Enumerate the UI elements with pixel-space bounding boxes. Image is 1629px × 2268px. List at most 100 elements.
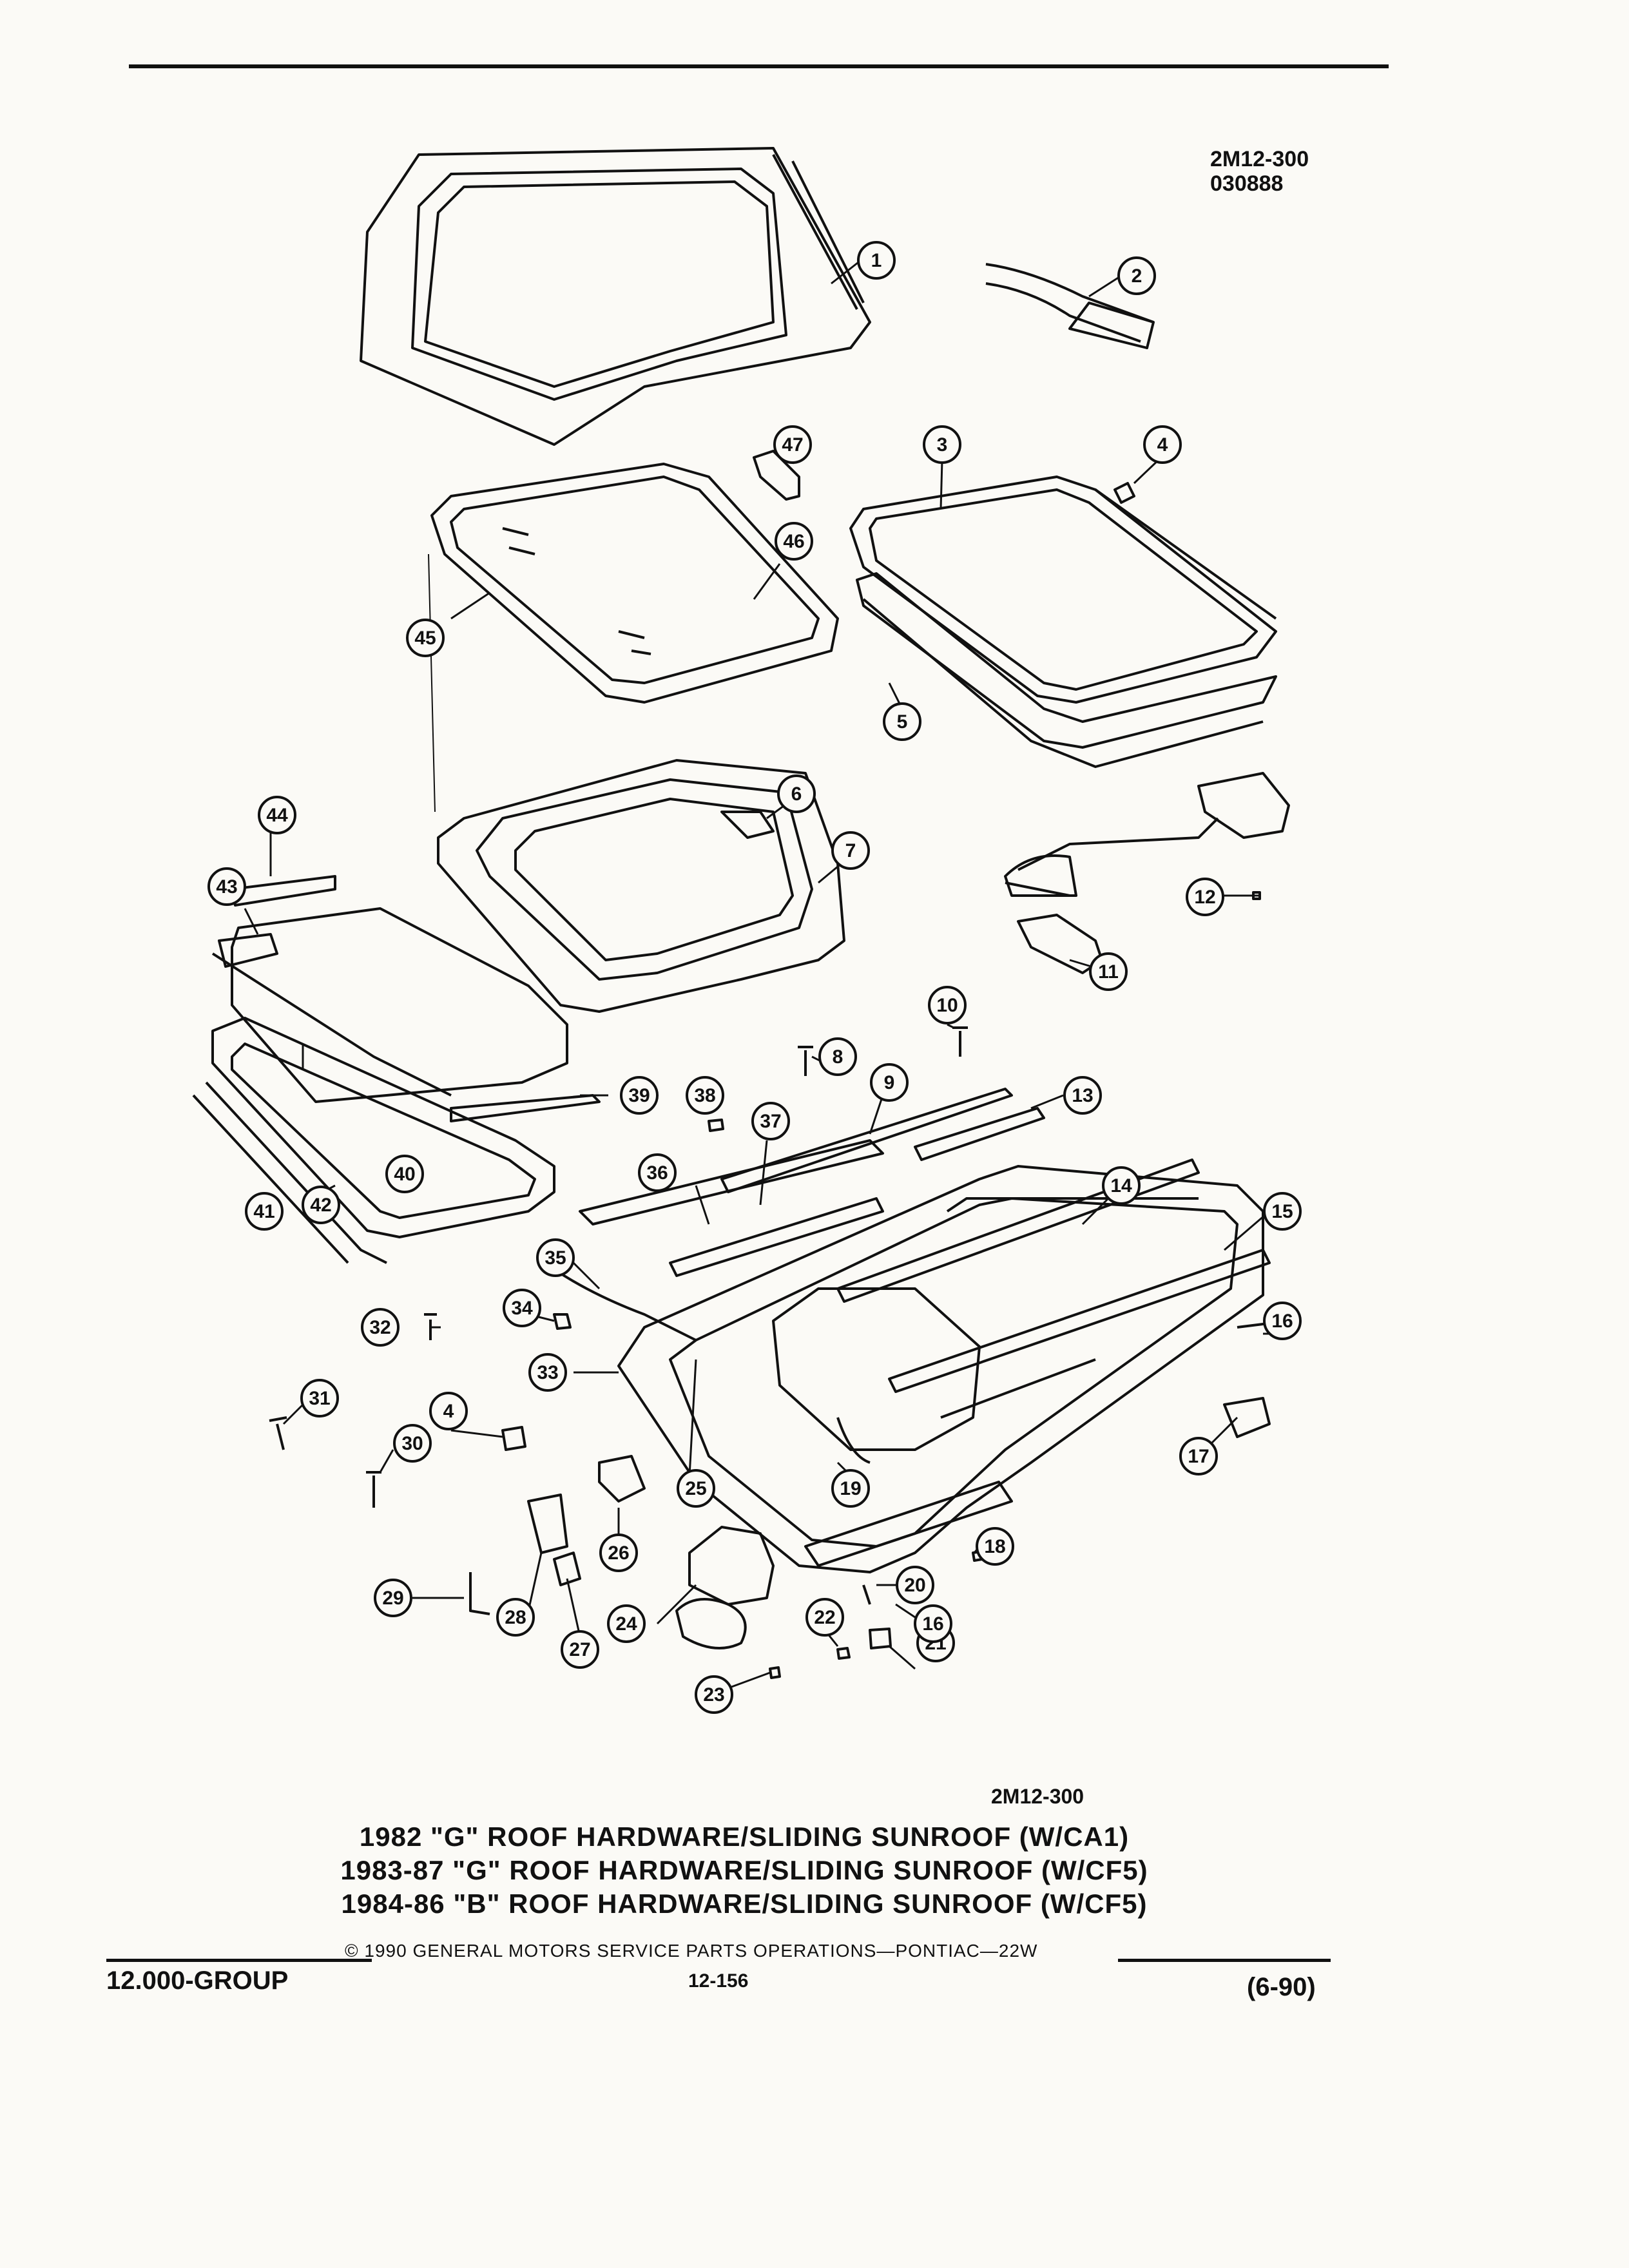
callout-number: 22 [814,1607,835,1628]
callout-1: 1 [857,241,896,280]
callout-circle [528,1353,567,1392]
callout-circle [883,702,921,741]
title-line-2: 1983-87 "G" ROOF HARDWARE/SLIDING SUNROO… [340,1855,1148,1885]
callout-45: 45 [406,619,445,657]
callout-number: 20 [904,1575,925,1596]
callout-2: 2 [1117,256,1156,295]
callout-circle [207,867,246,906]
callout-4: 4 [1143,425,1182,464]
callout-42: 42 [302,1186,340,1224]
callout-circle [300,1379,339,1418]
callout-28: 28 [496,1598,535,1637]
nut-22-drawing [836,1647,851,1660]
callout-circle [1089,952,1128,991]
glass-panel-drawing [430,463,839,704]
callout-number: 29 [382,1588,403,1609]
footer-rule-right [1118,1959,1331,1962]
callout-number: 10 [936,995,958,1016]
top-rule [129,64,1389,68]
callout-circle [503,1289,541,1327]
callout-number: 16 [922,1613,943,1635]
seals-drawing [192,1017,555,1264]
callout-9: 9 [870,1063,909,1102]
bracket-47-drawing [753,450,800,501]
callout-number: 38 [694,1085,715,1106]
callout-15: 15 [1263,1192,1302,1231]
callout-16: 16 [914,1604,952,1643]
callout-number: 30 [401,1433,423,1454]
callout-circle [976,1527,1014,1566]
callout-circle [870,1063,909,1102]
callout-4: 4 [429,1392,468,1430]
callout-circle [831,1469,870,1508]
callout-circle [496,1598,535,1637]
nut-34-drawing [553,1313,572,1330]
callout-number: 25 [685,1478,706,1499]
callout-circle [923,425,961,464]
callout-8: 8 [818,1037,857,1076]
rail-9-drawing [720,1088,1013,1193]
callout-number: 2 [1132,265,1142,287]
callout-circle [429,1392,468,1430]
callout-circle [245,1192,284,1231]
callout-circle [638,1153,677,1192]
callout-circle [607,1604,646,1643]
callout-number: 43 [216,876,237,898]
nut-23-drawing [769,1666,781,1679]
callout-number: 41 [253,1201,275,1222]
figure-ref-code: 2M12-300 [1210,147,1309,171]
callout-circle [818,1037,857,1076]
callout-circle [928,986,967,1024]
bracket-11-drawing [1004,772,1290,974]
callout-circle [1186,878,1224,916]
copyright-notice: © 1990 GENERAL MOTORS SERVICE PARTS OPER… [345,1941,1038,1961]
sunshade-drawing [211,875,568,1103]
motor-strap-drawing [675,1598,747,1649]
callout-number: 45 [414,628,436,649]
figure-code: 2M12-300 [991,1785,1084,1808]
clip-21-drawing [869,1628,892,1649]
callout-41: 41 [245,1192,284,1231]
callout-number: 39 [628,1085,650,1106]
switch-28-drawing [527,1494,568,1554]
screw-10-drawing [952,1026,968,1057]
callout-19: 19 [831,1469,870,1508]
callout-circle [536,1238,575,1277]
callout-circle [677,1469,715,1508]
screw-31-drawing [269,1416,287,1450]
callout-number: 42 [310,1195,331,1216]
callout-number: 1 [871,250,882,271]
callout-34: 34 [503,1289,541,1327]
callout-number: 9 [884,1072,895,1093]
callout-36: 36 [638,1153,677,1192]
callout-number: 24 [615,1613,637,1635]
callout-number: 23 [703,1684,724,1706]
callout-number: 4 [1157,434,1168,456]
callout-circle [561,1630,599,1669]
glass-frame-right-drawing [849,476,1277,768]
callout-37: 37 [751,1102,790,1140]
callout-number: 4 [443,1401,454,1422]
callout-22: 22 [805,1598,844,1637]
callout-29: 29 [374,1579,412,1617]
callout-10: 10 [928,986,967,1024]
callout-circle [695,1675,733,1714]
title-line-3: 1984-86 "B" ROOF HARDWARE/SLIDING SUNROO… [341,1888,1148,1919]
callout-number: 3 [937,434,948,456]
callout-number: 26 [608,1542,629,1564]
callout-circle [896,1566,934,1604]
callout-circle [393,1424,432,1463]
callout-47: 47 [773,425,812,464]
callout-circle [374,1579,412,1617]
callout-number: 5 [897,711,908,733]
callout-number: 14 [1110,1175,1132,1196]
callout-number: 19 [840,1478,861,1499]
callout-6: 6 [777,774,816,813]
callout-circle [805,1598,844,1637]
callout-circle [1263,1192,1302,1231]
callout-number: 8 [833,1046,843,1068]
callout-17: 17 [1179,1437,1218,1475]
callout-circle [773,425,812,464]
callout-circle [406,619,445,657]
callout-number: 27 [569,1639,590,1660]
